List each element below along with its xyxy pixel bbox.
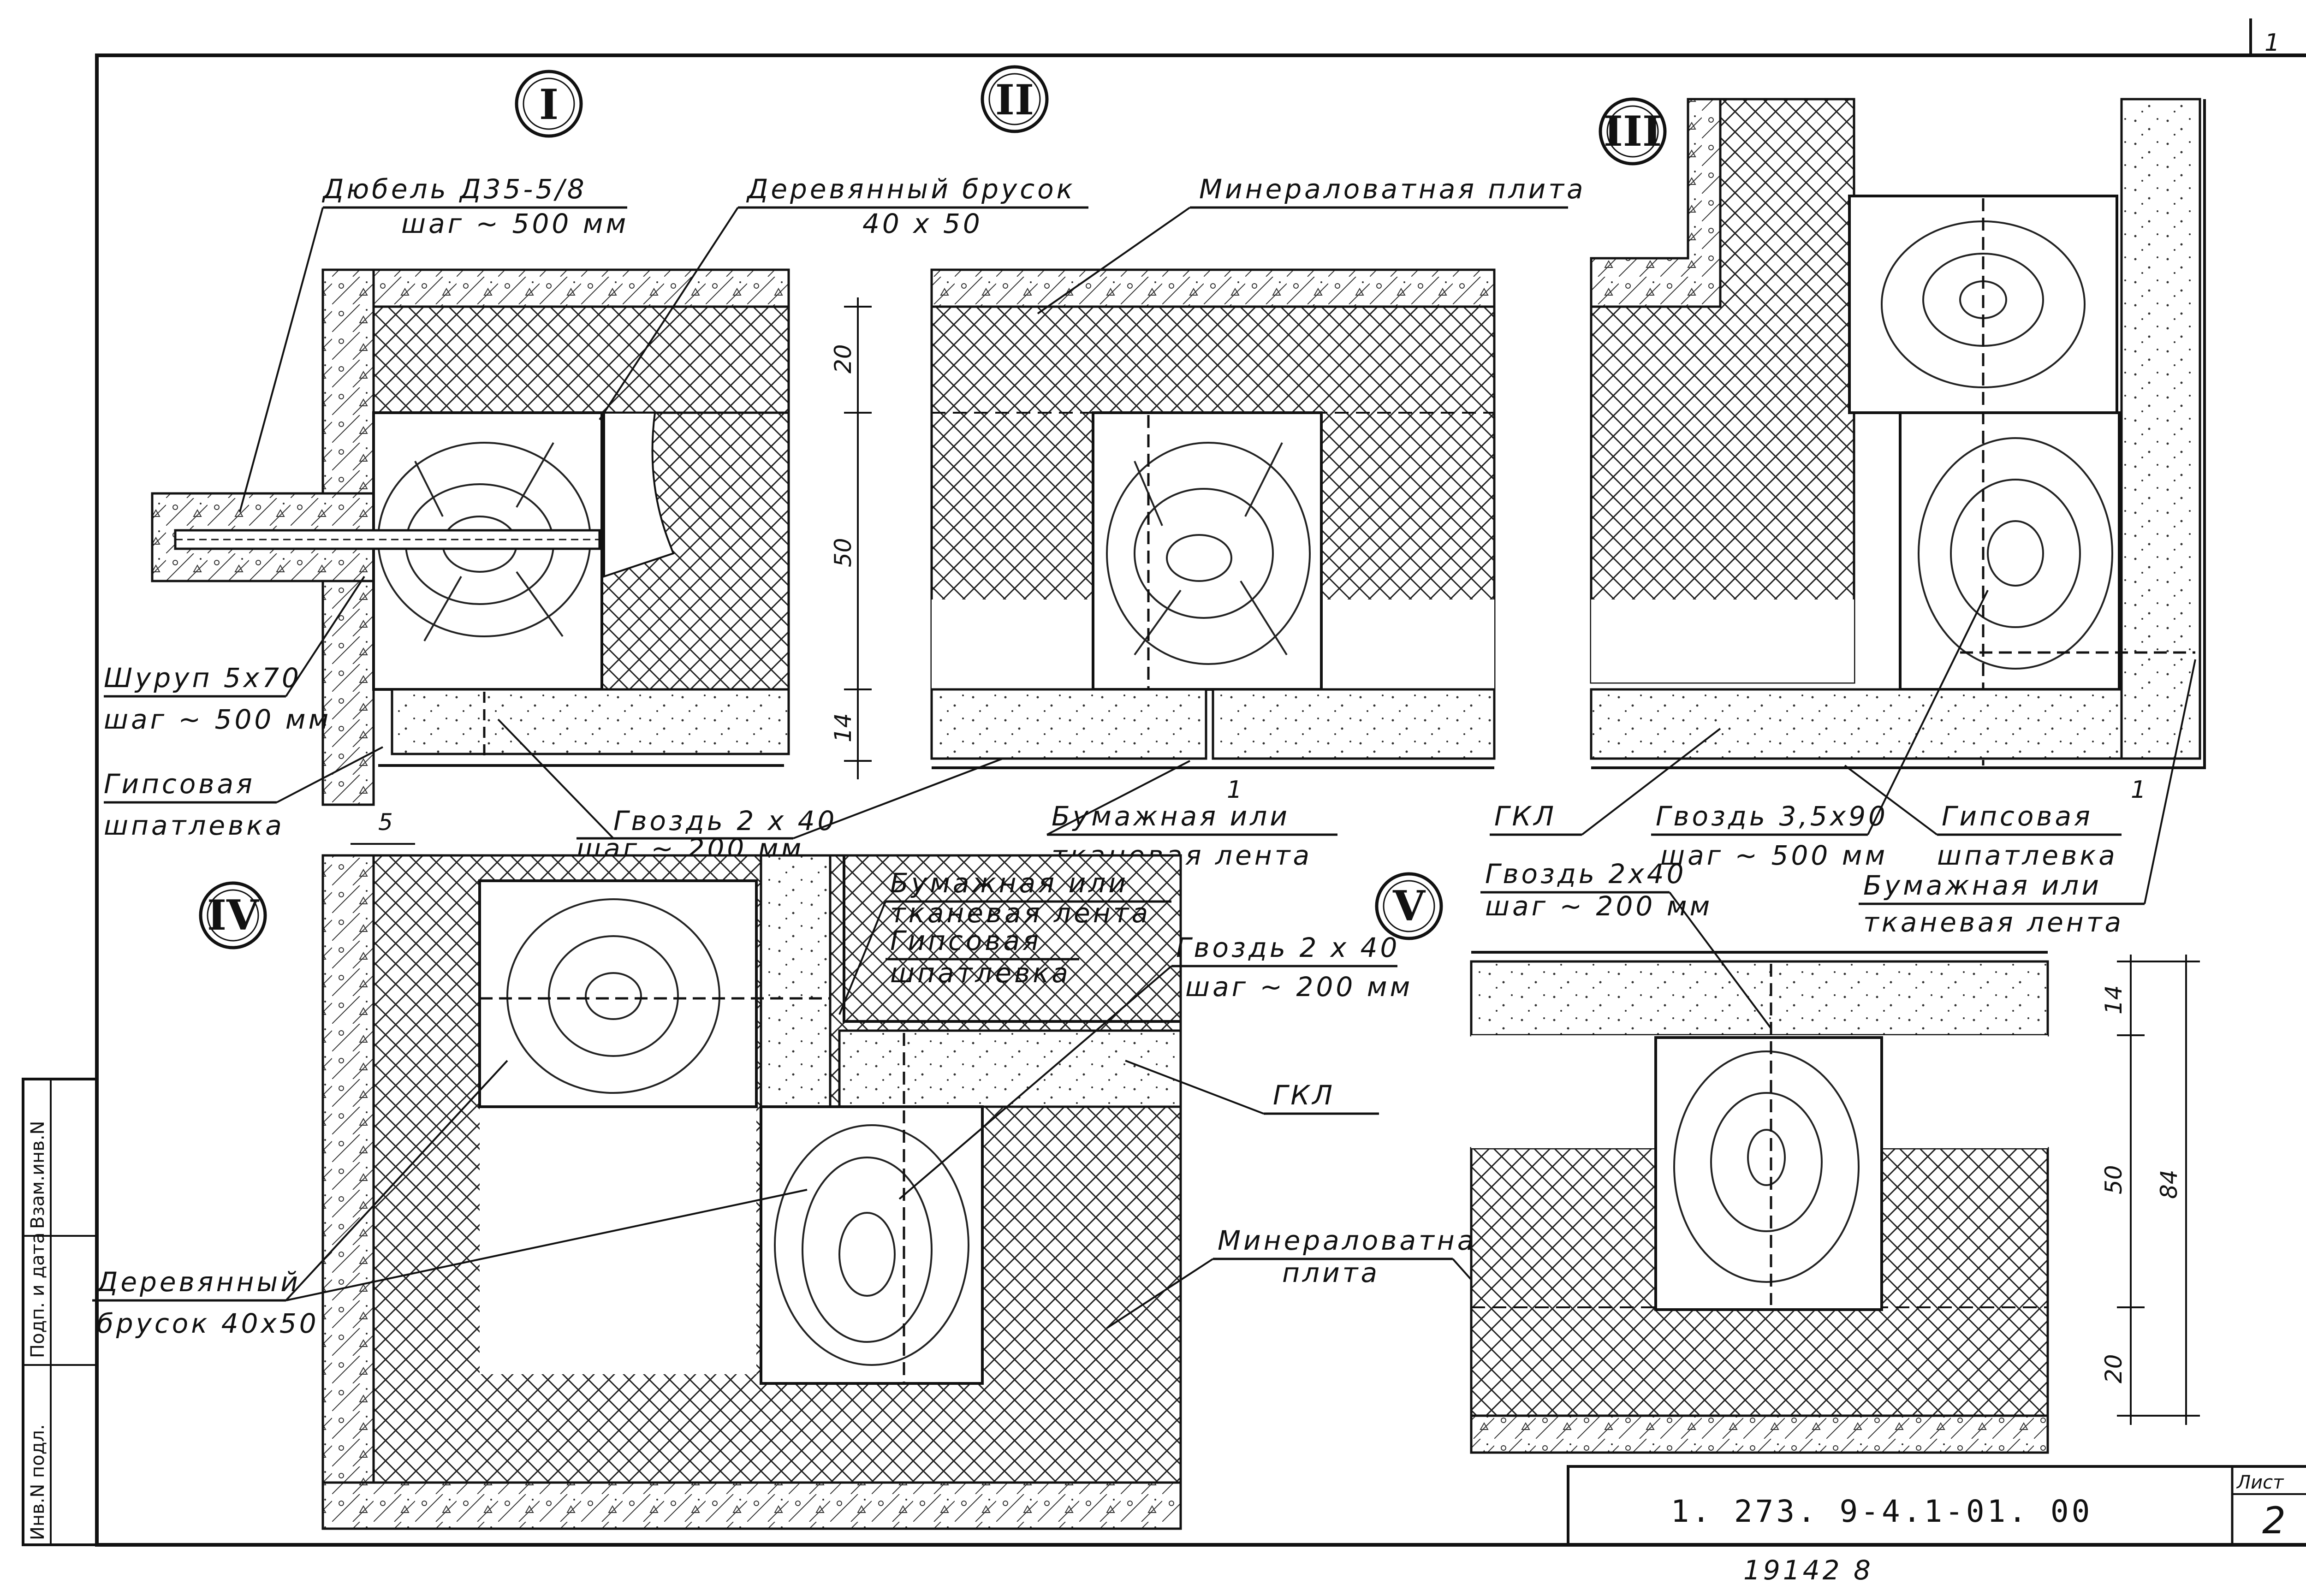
d1-screw-label: Шуруп 5х70	[104, 662, 302, 694]
d1-concrete-top	[321, 268, 790, 308]
d5-nail-label: Гвоздь 2х40	[1485, 858, 1687, 890]
d1-wood-beam	[372, 411, 603, 691]
d2-dim-14: 14	[830, 713, 856, 742]
detail-1-marker	[515, 70, 583, 138]
d1-dowel-label: Дюбель Д35-5/8	[321, 173, 587, 205]
d5-gkl-board	[1470, 960, 2049, 1037]
d3-gkl-label: ГКЛ	[1494, 801, 1557, 832]
d1-putty-label: Гипсовая	[104, 768, 255, 800]
d2-gkl-right	[1212, 688, 1496, 760]
d4-beam-size: брусок 40х50	[97, 1308, 319, 1339]
d4-wool-label-2: плита	[1282, 1257, 1380, 1288]
d3-mark-1: 1	[2131, 776, 2148, 804]
detail-2-marker	[981, 65, 1049, 133]
d3-nail-label: Гвоздь 3,5х90	[1656, 801, 1888, 832]
side-stamp: Инв.N подл. Подп. и дата Взам.инв.N	[22, 1078, 98, 1546]
d1-dowel-step: шаг ~ 500 мм	[401, 208, 629, 239]
stamp-vzam-inv: Взам.инв.N	[27, 1121, 48, 1229]
d5-dim-84: 84	[2156, 1169, 2182, 1199]
d5-dim-20: 20	[2100, 1354, 2127, 1383]
detail-4-number: IV	[207, 891, 260, 940]
detail-2-number: II	[995, 76, 1034, 125]
d4-tape-label: Бумажная или	[890, 867, 1129, 899]
title-block: 1. 273. 9-4.1-01. 00 Лист 2	[1567, 1465, 2306, 1546]
d3-putty-label-2: шпатлевка	[1937, 840, 2118, 871]
d3-wood-beam-bottom	[1899, 411, 2121, 691]
d4-wood-beam-top	[478, 879, 758, 1108]
d2-wood-beam	[1092, 411, 1323, 691]
d2-dim-50: 50	[830, 538, 856, 567]
stamp-inv-podl: Инв.N подл.	[27, 1424, 48, 1540]
sheet-number: 2	[2262, 1499, 2286, 1542]
d4-beam-label: Деревянный	[95, 1266, 301, 1298]
detail-4: IV Бумажная или тканевая лента Гипсовая …	[92, 854, 1495, 1530]
d4-concrete-bottom	[321, 1481, 1182, 1530]
detail-5: V 14 50 84 20 Гвоздь 2х40 шаг ~ 200 мм	[1375, 858, 2200, 1454]
d1-putty-label-2: шпатлевка	[104, 810, 285, 841]
d3-gkl-board	[1590, 688, 2123, 760]
detail-5-number: V	[1392, 882, 1426, 931]
d5-nail-step: шаг ~ 200 мм	[1485, 890, 1712, 922]
detail-1: I Дюбель Д35-5/8 шаг ~ 500 мм	[104, 70, 1130, 864]
d2-tape-label: Бумажная или	[1052, 801, 1290, 832]
d1-nail-label: Гвоздь 2 х 40	[613, 805, 837, 837]
d4-gkl-board	[838, 1029, 1182, 1108]
d2-beam-label: Деревянный брусок	[746, 173, 1076, 205]
detail-3-number: III	[1604, 107, 1662, 156]
detail-3: III ГКЛ Гвоздь 3,5х90 шаг ~ 500 мм Гипсо…	[1490, 97, 2206, 938]
d4-putty-label: Гипсовая	[890, 925, 1041, 956]
d2-wool-label: Минераловатная плита	[1199, 173, 1586, 205]
stamp-podp-data: Подп. и дата	[27, 1233, 48, 1358]
d4-concrete-left	[321, 854, 375, 1530]
d2-mark-1: 1	[1227, 776, 1244, 804]
d4-gypsum-vertical	[760, 854, 832, 1108]
d2-beam-size: 40 х 50	[862, 208, 983, 239]
d1-screw-step: шаг ~ 500 мм	[104, 704, 331, 735]
d4-wood-beam-bottom	[760, 1105, 984, 1385]
sheet-code: 1. 273. 9-4.1-01. 00	[1671, 1494, 2093, 1529]
d3-tape-label-2: тканевая лента	[1863, 907, 2124, 938]
d4-nail-step: шаг ~ 200 мм	[1185, 971, 1413, 1003]
frame-border	[95, 53, 2306, 1547]
detail-1-number: I	[539, 80, 559, 129]
d5-concrete	[1470, 1414, 2049, 1454]
detail-2: II 20 50 14 Деревянный брусок 40 х 50 Ми…	[599, 65, 1586, 871]
d4-putty-label-2: шпатлевка	[890, 957, 1071, 989]
corner-mark: 1	[2264, 29, 2282, 57]
detail-5-marker	[1375, 872, 1443, 940]
d1-dim-5: 5	[378, 809, 393, 836]
sheet-label: Лист	[2236, 1472, 2284, 1493]
bottom-note: 19142 8	[1743, 1554, 1873, 1586]
d2-gkl-left	[930, 688, 1207, 760]
d4-gkl-label: ГКЛ	[1273, 1080, 1335, 1111]
d3-gypsum-side	[2120, 98, 2201, 760]
d3-mineral-wool	[1590, 98, 1855, 684]
d5-dim-14: 14	[2100, 985, 2127, 1015]
detail-4-marker	[199, 881, 267, 949]
d4-tape-label-2: тканевая лента	[890, 897, 1151, 929]
d3-tape-label: Бумажная или	[1863, 870, 2102, 901]
d3-nail-step: шаг ~ 500 мм	[1660, 840, 1888, 871]
d4-nail-label: Гвоздь 2 х 40	[1176, 932, 1400, 963]
d4-wool-label: Минераловатная	[1218, 1225, 1495, 1256]
d3-putty-label: Гипсовая	[1942, 801, 2093, 832]
d5-wood-beam	[1654, 1036, 1883, 1311]
d5-dim-50: 50	[2100, 1165, 2127, 1194]
d2-concrete	[930, 268, 1496, 308]
d2-dim-20: 20	[830, 344, 856, 374]
d1-gkl-board	[391, 688, 790, 755]
detail-3-marker	[1599, 97, 1667, 166]
